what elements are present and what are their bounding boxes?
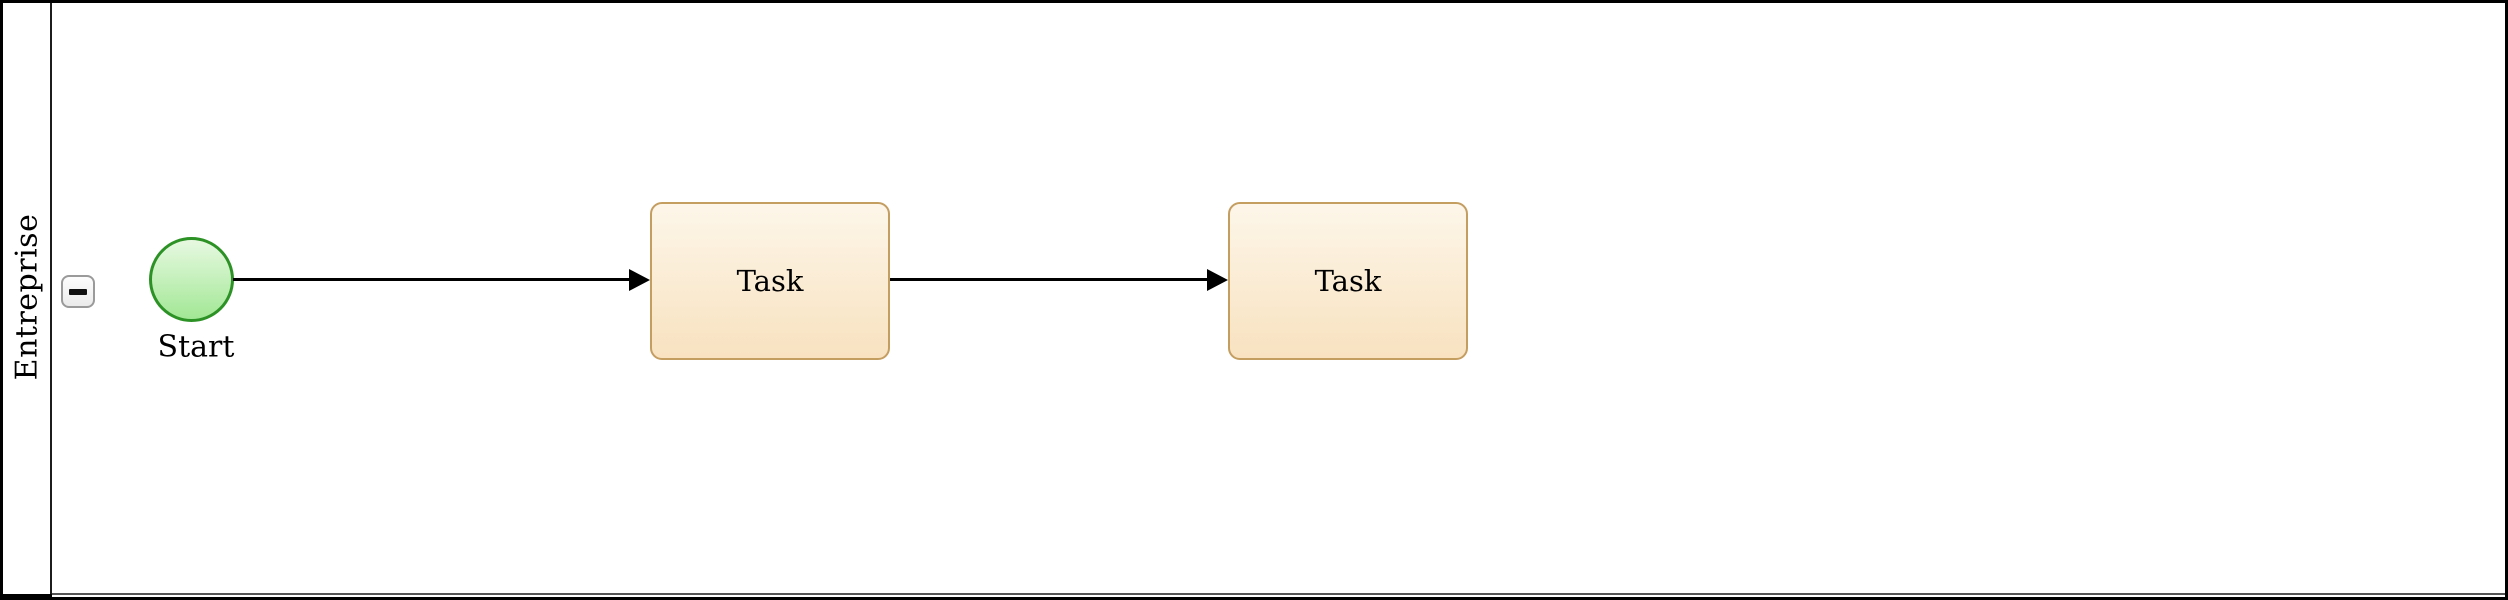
lane-bottom-border [52, 593, 2505, 595]
arrowhead-icon [1207, 269, 1228, 291]
pool-label-separator [50, 2, 52, 595]
sequence-flow-2-line [890, 278, 1207, 281]
pool-label: Entreprise [9, 213, 45, 381]
start-event-label: Start [157, 329, 235, 365]
task-2-label: Task [1314, 264, 1382, 298]
arrowhead-icon [629, 269, 650, 291]
task-1-label: Task [736, 264, 804, 298]
task-node-2[interactable]: Task [1228, 202, 1468, 360]
sequence-flow-1-line [233, 278, 629, 281]
pool-collapse-button[interactable] [61, 275, 95, 308]
pool-strip-bottom-border [0, 594, 52, 600]
task-node-1[interactable]: Task [650, 202, 890, 360]
minus-icon [69, 288, 87, 295]
start-event-node[interactable] [149, 237, 234, 322]
